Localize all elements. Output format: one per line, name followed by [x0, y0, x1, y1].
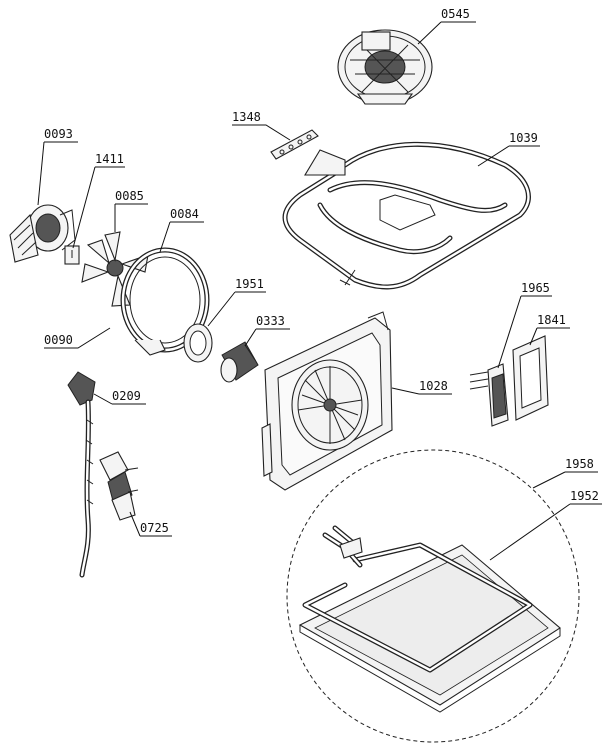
label-0725: 0725	[140, 521, 169, 535]
part-1028-rear-panel	[261, 311, 393, 491]
part-0545-fan-motor	[337, 29, 433, 105]
leader-0090	[44, 327, 111, 349]
label-1952: 1952	[570, 489, 599, 503]
leader-1965	[497, 295, 552, 369]
leader-0545	[417, 21, 476, 45]
label-1411: 1411	[95, 152, 124, 166]
label-0093: 0093	[44, 127, 73, 141]
part-0085-fan-blade	[81, 231, 149, 307]
part-0333-lamp-holder	[220, 341, 259, 383]
label-0084: 0084	[170, 207, 199, 221]
leader-1952	[489, 503, 602, 561]
label-1039: 1039	[509, 131, 538, 145]
part-1348-terminal-plate	[270, 129, 319, 160]
part-1411-small-plate	[64, 245, 80, 265]
part-1951-gasket	[183, 323, 213, 363]
part-1958-base-plate	[298, 544, 561, 713]
label-0090: 0090	[44, 333, 73, 347]
label-1951: 1951	[235, 277, 264, 291]
leader-0084	[159, 221, 204, 253]
label-1965: 1965	[521, 281, 550, 295]
part-1965-module	[469, 363, 509, 427]
part-0725-switch	[99, 451, 139, 521]
leader-0725	[129, 511, 172, 537]
leader-1951	[207, 291, 266, 327]
leader-0209	[93, 393, 146, 405]
part-0093-rear-motor	[9, 204, 76, 263]
leader-1039	[477, 145, 540, 167]
part-0209-power-cord	[67, 371, 96, 578]
part-1841-frame	[512, 335, 549, 421]
leader-1348	[232, 124, 291, 141]
part-1039-top-heating-element	[282, 141, 531, 290]
label-1958: 1958	[565, 457, 594, 471]
label-0545: 0545	[441, 7, 470, 21]
label-0209: 0209	[112, 389, 141, 403]
detail-circle	[286, 449, 580, 743]
leader-1411	[72, 166, 125, 249]
leader-0093	[37, 141, 78, 206]
leader-1958	[532, 471, 598, 489]
leader-1028	[391, 387, 452, 395]
label-0085: 0085	[115, 189, 144, 203]
label-1348: 1348	[232, 110, 261, 124]
part-0084-ring-heating-element	[120, 247, 210, 356]
leader-0333	[244, 328, 290, 347]
label-1028: 1028	[419, 379, 448, 393]
leader-0085	[114, 203, 148, 232]
part-1952-bottom-heating-element	[302, 525, 533, 673]
leader-1841	[529, 327, 570, 346]
label-0333: 0333	[256, 314, 285, 328]
label-1841: 1841	[537, 313, 566, 327]
